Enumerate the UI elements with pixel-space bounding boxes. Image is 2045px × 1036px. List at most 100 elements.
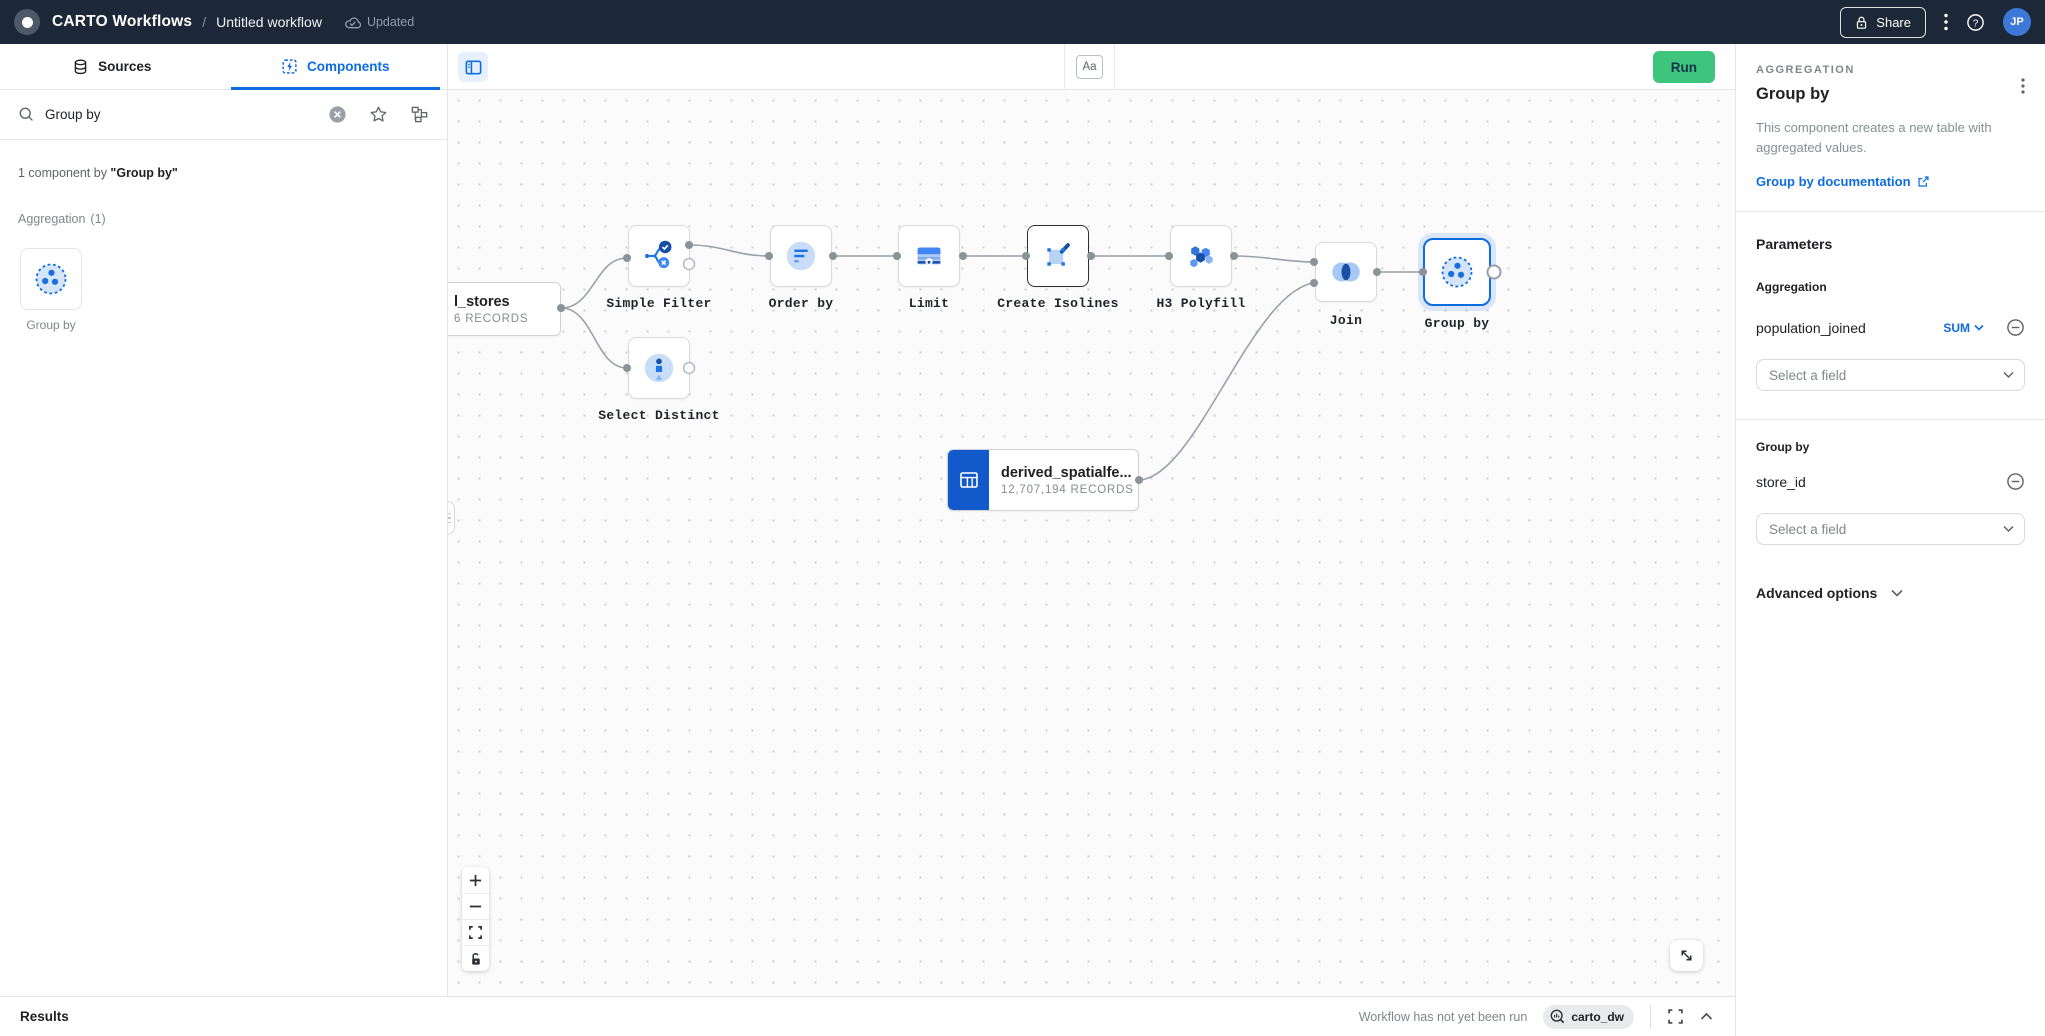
- source-node-l-stores[interactable]: l_stores 6 RECORDS: [448, 282, 561, 336]
- port[interactable]: [685, 241, 693, 249]
- limit-icon: [910, 237, 948, 275]
- aggregation-row: population_joined SUM: [1756, 318, 2025, 337]
- connection-name: carto_dw: [1571, 1009, 1624, 1024]
- aggregation-field-select[interactable]: Select a field: [1756, 359, 2025, 392]
- canvas-controls: [462, 867, 489, 971]
- component-card-group-by[interactable]: Group by: [20, 248, 82, 332]
- documentation-link[interactable]: Group by documentation: [1756, 174, 2025, 189]
- workflow-canvas-area: Aa Run l_store: [448, 44, 1735, 996]
- port[interactable]: [682, 257, 696, 271]
- breadcrumb-separator: /: [202, 14, 207, 30]
- node-h3-polyfill[interactable]: H3 Polyfill: [1156, 225, 1245, 311]
- node-select-distinct[interactable]: Select Distinct: [598, 337, 719, 423]
- select-distinct-icon: [640, 349, 678, 387]
- tab-sources[interactable]: Sources: [0, 44, 224, 89]
- save-status: Updated: [344, 15, 414, 29]
- port[interactable]: [1310, 258, 1318, 266]
- node-limit[interactable]: Limit: [898, 225, 960, 311]
- panel-kebab-icon[interactable]: [2021, 78, 2025, 94]
- groupby-caption: Group by: [1756, 440, 1810, 455]
- help-icon[interactable]: ?: [1966, 13, 1985, 32]
- node-join[interactable]: Join: [1315, 242, 1377, 328]
- topbar-actions: Share ? JP: [1840, 6, 2031, 38]
- port[interactable]: [829, 252, 837, 260]
- port[interactable]: [682, 361, 696, 375]
- source-node-derived-spatialfeatures[interactable]: derived_spatialfe... 12,707,194 RECORDS: [947, 449, 1139, 511]
- remove-aggregation-icon[interactable]: [2006, 318, 2025, 337]
- search-icon: [18, 106, 35, 123]
- port[interactable]: [1486, 264, 1502, 280]
- chevron-up-icon[interactable]: [1700, 1012, 1713, 1021]
- workflow-canvas[interactable]: l_stores 6 RECORDS derived_spatialfe... …: [448, 90, 1735, 996]
- port[interactable]: [1022, 252, 1030, 260]
- run-status-text: Workflow has not yet been run: [1358, 1009, 1528, 1024]
- port[interactable]: [623, 254, 631, 262]
- divider: [1736, 419, 2045, 421]
- topbar: CARTO Workflows / Untitled workflow Upda…: [0, 0, 2045, 44]
- edge-connector: [688, 244, 770, 257]
- port[interactable]: [959, 252, 967, 260]
- groupby-field-select[interactable]: Select a field: [1756, 513, 2025, 546]
- source-title: derived_spatialfe...: [1001, 464, 1132, 481]
- port[interactable]: [1373, 268, 1381, 276]
- zoom-out-icon[interactable]: [462, 893, 489, 919]
- workflow-title[interactable]: Untitled workflow: [216, 14, 322, 30]
- port[interactable]: [557, 304, 565, 312]
- groupby-field-name: store_id: [1756, 473, 1806, 490]
- remove-groupby-icon[interactable]: [2006, 472, 2025, 491]
- node-label: Order by: [768, 296, 834, 311]
- favorite-star-icon[interactable]: [369, 105, 388, 124]
- diagonal-arrow-icon[interactable]: [1670, 940, 1703, 971]
- panel-title: Group by: [1756, 85, 1830, 103]
- tab-components[interactable]: Components: [224, 44, 448, 90]
- groupby-row: store_id: [1756, 472, 2025, 491]
- fit-view-icon[interactable]: [462, 919, 489, 945]
- port[interactable]: [765, 252, 773, 260]
- clear-search-icon[interactable]: [328, 105, 347, 124]
- share-button-label: Share: [1876, 14, 1911, 30]
- aggregation-caption: Aggregation: [1756, 280, 1827, 295]
- chevron-down-icon: [2003, 525, 2014, 533]
- port[interactable]: [1230, 252, 1238, 260]
- aggregation-function-dropdown[interactable]: SUM: [1943, 321, 1984, 335]
- connection-badge[interactable]: carto_dw: [1543, 1004, 1634, 1029]
- kebab-menu-icon[interactable]: [1944, 13, 1948, 31]
- node-label: Create Isolines: [997, 296, 1119, 311]
- cloud-check-icon: [344, 15, 361, 29]
- node-label: Simple Filter: [606, 296, 712, 311]
- carto-logo-icon[interactable]: [14, 9, 40, 35]
- components-sidebar: Sources Components: [0, 44, 448, 996]
- sidebar-tabs: Sources Components: [0, 44, 447, 90]
- port[interactable]: [1135, 476, 1143, 484]
- simple-filter-icon: [640, 237, 678, 275]
- port[interactable]: [1165, 252, 1173, 260]
- join-icon: [1327, 253, 1365, 291]
- node-order-by[interactable]: Order by: [769, 225, 833, 311]
- node-group-by[interactable]: Group by: [1423, 238, 1491, 331]
- port[interactable]: [1310, 279, 1318, 287]
- port[interactable]: [1087, 252, 1095, 260]
- org-chart-icon[interactable]: [410, 105, 429, 124]
- sidebar-resize-handle[interactable]: [448, 501, 455, 535]
- panel-toggle-icon[interactable]: [458, 52, 488, 82]
- port[interactable]: [893, 252, 901, 260]
- external-link-icon: [1917, 175, 1930, 188]
- results-title: Results: [20, 1009, 69, 1024]
- node-simple-filter[interactable]: Simple Filter: [606, 225, 711, 311]
- lock-open-icon[interactable]: [462, 945, 489, 971]
- advanced-options-toggle[interactable]: Advanced options: [1756, 585, 2025, 601]
- source-records: 6 RECORDS: [454, 312, 529, 325]
- zoom-in-icon[interactable]: [462, 867, 489, 893]
- share-button[interactable]: Share: [1840, 6, 1926, 38]
- port[interactable]: [623, 364, 631, 372]
- node-create-isolines[interactable]: Create Isolines: [997, 225, 1118, 311]
- run-button[interactable]: Run: [1652, 51, 1715, 83]
- annotation-icon[interactable]: Aa: [1076, 55, 1103, 79]
- port[interactable]: [1419, 268, 1427, 276]
- expand-icon[interactable]: [1667, 1008, 1684, 1025]
- search-input[interactable]: [45, 107, 318, 122]
- toolbar-divider: [1064, 44, 1065, 89]
- user-avatar[interactable]: JP: [2003, 8, 2031, 36]
- edge-connector: [1233, 255, 1315, 263]
- search-query: "Group by": [110, 166, 178, 180]
